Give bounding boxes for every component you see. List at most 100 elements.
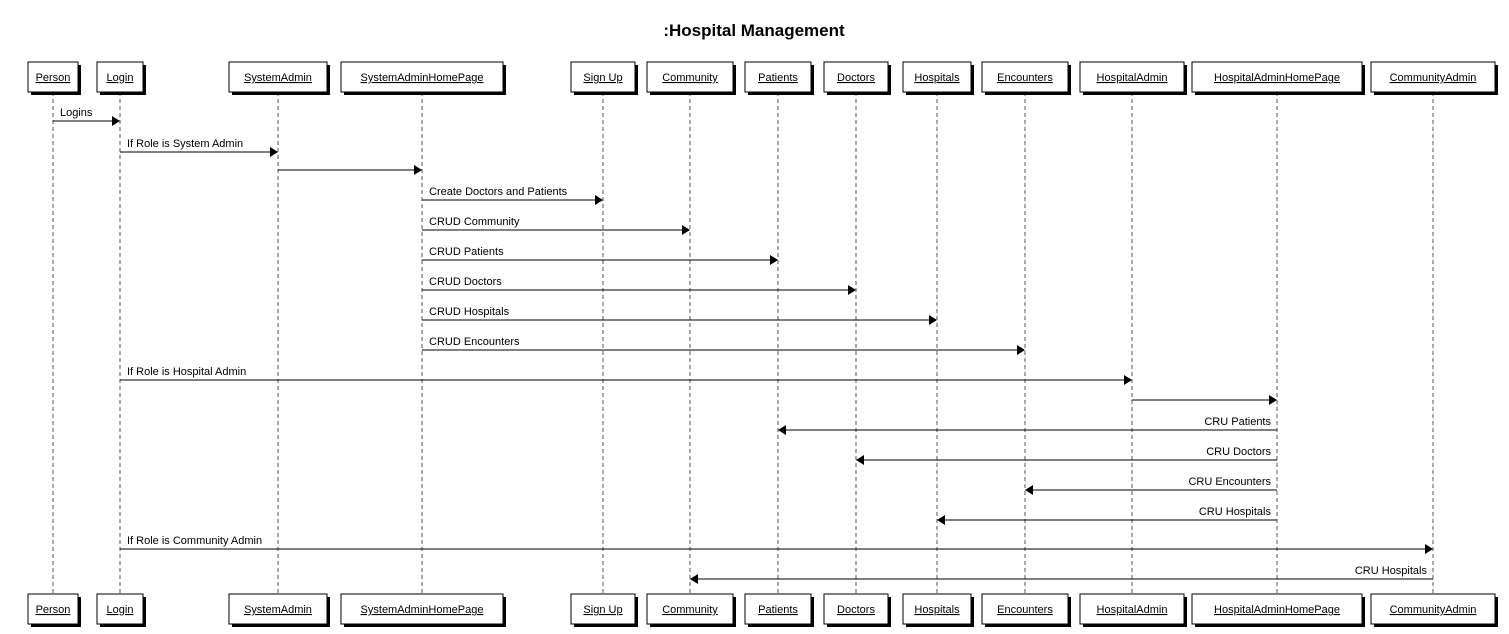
message-1: If Role is System Admin <box>120 138 278 157</box>
participant-hospitals-top: Hospitals <box>902 61 974 95</box>
message-label: CRU Hospitals <box>1199 506 1272 518</box>
participant-box <box>902 61 972 93</box>
participant-communityadmin-bottom: CommunityAdmin <box>1370 593 1498 627</box>
arrowhead-icon <box>929 315 937 325</box>
message-7: CRUD Hospitals <box>422 306 937 325</box>
participant-hospitaladminhomepage-bottom: HospitalAdminHomePage <box>1191 593 1365 627</box>
participant-label: Community <box>662 72 718 84</box>
participant-box <box>1370 593 1496 625</box>
message-4: CRUD Community <box>422 216 690 235</box>
diagram-title: :Hospital Management <box>663 21 845 40</box>
message-label: Logins <box>60 107 93 119</box>
participant-box <box>570 61 636 93</box>
participants-top: Person Login SystemAdmin SystemAdminHomePag… <box>27 61 1498 95</box>
participant-signup-top: Sign Up <box>570 61 638 95</box>
participant-box <box>823 593 889 625</box>
participant-systemadmin-bottom: SystemAdmin <box>228 593 330 627</box>
participant-box <box>744 61 812 93</box>
arrowhead-icon <box>1017 345 1025 355</box>
participant-box <box>981 61 1069 93</box>
participant-label: Sign Up <box>583 72 622 84</box>
participant-box <box>1079 593 1185 625</box>
message-label: CRUD Doctors <box>429 276 502 288</box>
arrowhead-icon <box>1124 375 1132 385</box>
participant-label: HospitalAdmin <box>1097 604 1168 616</box>
message-label: CRU Doctors <box>1206 446 1271 458</box>
message-label: CRUD Hospitals <box>429 306 510 318</box>
participant-encounters-bottom: Encounters <box>981 593 1071 627</box>
participant-hospitaladmin-top: HospitalAdmin <box>1079 61 1187 95</box>
participant-box <box>96 61 144 93</box>
arrowhead-icon <box>690 574 698 584</box>
message-0: Logins <box>53 107 120 126</box>
message-3: Create Doctors and Patients <box>422 186 603 205</box>
participant-community-top: Community <box>646 61 736 95</box>
participant-box <box>823 61 889 93</box>
arrowhead-icon <box>414 165 422 175</box>
participant-label: Person <box>36 604 71 616</box>
participant-patients-top: Patients <box>744 61 814 95</box>
participant-label: HospitalAdminHomePage <box>1214 604 1340 616</box>
arrowhead-icon <box>848 285 856 295</box>
arrowhead-icon <box>270 147 278 157</box>
participant-label: Login <box>107 604 134 616</box>
participant-patients-bottom: Patients <box>744 593 814 627</box>
message-11: CRU Patients <box>778 416 1277 435</box>
participant-box <box>1370 61 1496 93</box>
message-9: If Role is Hospital Admin <box>120 366 1132 385</box>
participant-label: HospitalAdmin <box>1097 72 1168 84</box>
message-10 <box>1132 395 1277 405</box>
message-2 <box>278 165 422 175</box>
message-5: CRUD Patients <box>422 246 778 265</box>
participant-box <box>340 61 504 93</box>
participant-label: HospitalAdminHomePage <box>1214 72 1340 84</box>
participant-label: Doctors <box>837 72 875 84</box>
message-label: CRUD Encounters <box>429 336 520 348</box>
participant-box <box>1191 61 1363 93</box>
participant-login-bottom: Login <box>96 593 146 627</box>
message-label: If Role is System Admin <box>127 138 243 150</box>
message-label: CRUD Community <box>429 216 520 228</box>
participant-box <box>744 593 812 625</box>
arrowhead-icon <box>778 425 786 435</box>
participant-box <box>27 593 79 625</box>
participant-label: SystemAdminHomePage <box>361 604 484 616</box>
arrowhead-icon <box>770 255 778 265</box>
participant-systemadminhomepage-top: SystemAdminHomePage <box>340 61 506 95</box>
participant-box <box>228 61 328 93</box>
participant-label: Doctors <box>837 604 875 616</box>
participant-box <box>96 593 144 625</box>
arrowhead-icon <box>682 225 690 235</box>
participant-label: Person <box>36 72 71 84</box>
participant-box <box>646 61 734 93</box>
participant-login-top: Login <box>96 61 146 95</box>
message-6: CRUD Doctors <box>422 276 856 295</box>
message-label: Create Doctors and Patients <box>429 186 568 198</box>
participant-label: Encounters <box>997 604 1053 616</box>
participant-doctors-bottom: Doctors <box>823 593 891 627</box>
message-8: CRUD Encounters <box>422 336 1025 355</box>
participant-box <box>570 593 636 625</box>
participant-label: Patients <box>758 72 798 84</box>
participant-community-bottom: Community <box>646 593 736 627</box>
participant-label: Login <box>107 72 134 84</box>
message-label: CRU Encounters <box>1188 476 1271 488</box>
participant-label: SystemAdmin <box>244 72 312 84</box>
arrowhead-icon <box>595 195 603 205</box>
participant-doctors-top: Doctors <box>823 61 891 95</box>
message-16: CRU Hospitals <box>690 565 1433 584</box>
lifelines <box>52 92 1434 594</box>
message-label: If Role is Hospital Admin <box>127 366 246 378</box>
participant-label: Hospitals <box>914 72 960 84</box>
participant-label: Patients <box>758 604 798 616</box>
participant-box <box>228 593 328 625</box>
participant-label: Encounters <box>997 72 1053 84</box>
arrowhead-icon <box>112 116 120 126</box>
participant-label: Hospitals <box>914 604 960 616</box>
message-13: CRU Encounters <box>1025 476 1277 495</box>
participant-box <box>981 593 1069 625</box>
participant-encounters-top: Encounters <box>981 61 1071 95</box>
message-15: If Role is Community Admin <box>120 535 1433 554</box>
